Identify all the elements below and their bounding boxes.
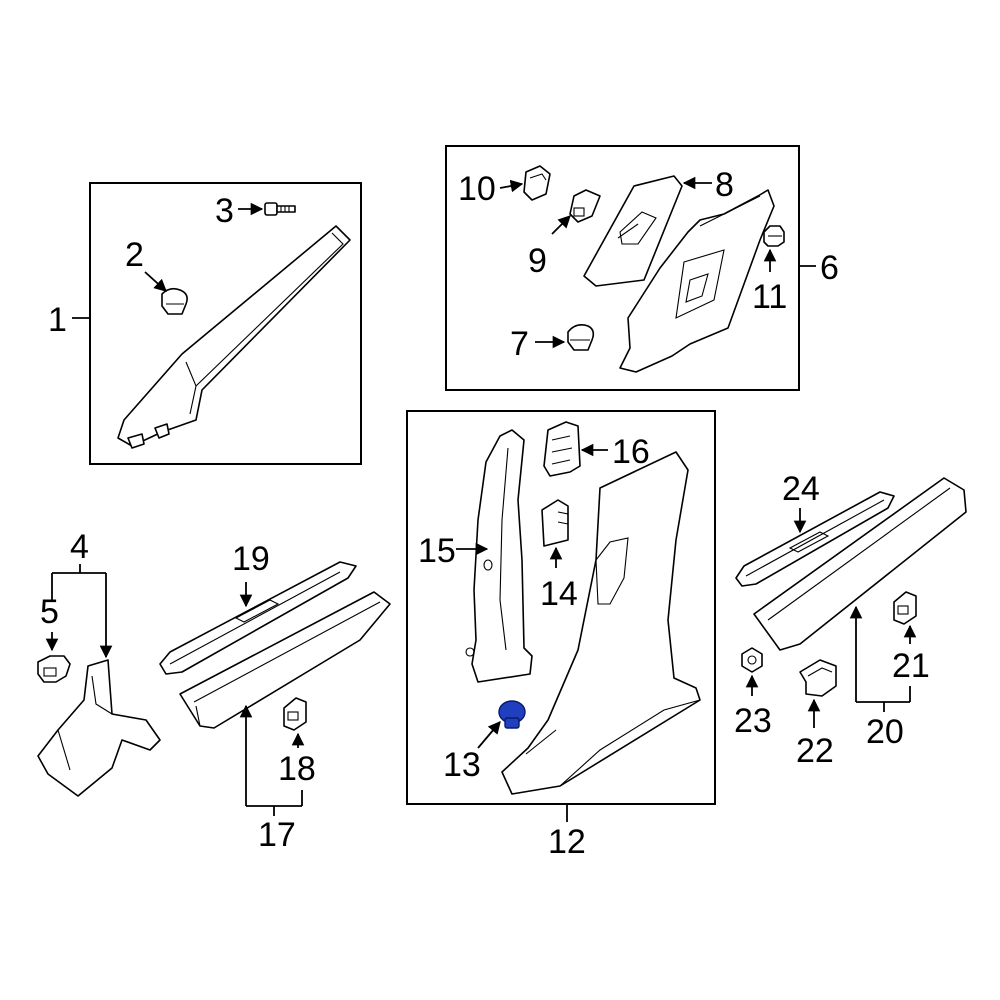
a-pillar-trim[interactable] bbox=[117, 225, 351, 449]
callout-10[interactable]: 10 bbox=[458, 170, 496, 208]
group-box-1: 1 3 2 bbox=[48, 182, 362, 465]
scuff-plate-part-20[interactable] bbox=[753, 477, 967, 651]
bracket-part-22[interactable] bbox=[799, 659, 837, 697]
b-pillar-upper-trim[interactable] bbox=[465, 429, 533, 683]
kick-panel-part-4[interactable] bbox=[37, 659, 161, 797]
panel-part-8[interactable] bbox=[583, 175, 683, 287]
scuff-plate-part-17[interactable] bbox=[179, 591, 391, 729]
clip-part-10[interactable] bbox=[523, 165, 551, 201]
clip-part-9[interactable] bbox=[569, 189, 601, 223]
sill-cover-part-19[interactable] bbox=[159, 561, 357, 675]
group-box-6: 6 10 9 8 bbox=[445, 145, 839, 391]
callout-17[interactable]: 17 bbox=[258, 816, 296, 854]
callout-21[interactable]: 21 bbox=[892, 647, 930, 685]
callout-19[interactable]: 19 bbox=[232, 540, 270, 578]
bolt-part-3[interactable] bbox=[264, 202, 296, 216]
callout-6[interactable]: 6 bbox=[820, 249, 839, 287]
callout-11[interactable]: 11 bbox=[752, 278, 787, 316]
clip-part-7[interactable] bbox=[567, 324, 595, 351]
group-20: 24 21 23 22 bbox=[734, 470, 967, 770]
clip-part-21[interactable] bbox=[893, 591, 917, 625]
callout-12[interactable]: 12 bbox=[548, 823, 586, 861]
clip-part-18[interactable] bbox=[283, 697, 307, 731]
clip-part-16[interactable] bbox=[543, 421, 581, 477]
callout-20[interactable]: 20 bbox=[866, 713, 904, 751]
callout-9[interactable]: 9 bbox=[528, 242, 547, 280]
callout-14[interactable]: 14 bbox=[540, 575, 578, 613]
callout-23[interactable]: 23 bbox=[734, 702, 772, 740]
box-1 bbox=[89, 182, 362, 465]
callout-5[interactable]: 5 bbox=[40, 593, 59, 631]
clip-part-2[interactable] bbox=[161, 287, 188, 315]
b-pillar-lower-trim[interactable] bbox=[501, 451, 701, 795]
group-box-12: 12 15 16 14 bbox=[406, 410, 716, 861]
sill-cover-part-24[interactable] bbox=[735, 491, 895, 587]
push-pin-part-13[interactable] bbox=[498, 700, 526, 729]
callout-7[interactable]: 7 bbox=[510, 325, 529, 363]
box-6 bbox=[445, 145, 800, 391]
c-pillar-upper-trim[interactable] bbox=[619, 189, 775, 373]
callout-1[interactable]: 1 bbox=[48, 301, 67, 339]
callout-16[interactable]: 16 bbox=[612, 433, 650, 471]
callout-18[interactable]: 18 bbox=[278, 750, 316, 788]
callout-15[interactable]: 15 bbox=[418, 532, 456, 570]
group-4: 4 5 bbox=[37, 528, 161, 797]
callout-2[interactable]: 2 bbox=[125, 236, 144, 274]
callout-22[interactable]: 22 bbox=[796, 732, 834, 770]
callout-4[interactable]: 4 bbox=[70, 528, 89, 566]
clip-part-14[interactable] bbox=[541, 499, 569, 547]
callout-3[interactable]: 3 bbox=[215, 192, 234, 230]
clip-part-11[interactable] bbox=[763, 225, 785, 247]
callout-8[interactable]: 8 bbox=[715, 166, 734, 204]
callout-24[interactable]: 24 bbox=[782, 470, 820, 508]
callout-13[interactable]: 13 bbox=[443, 746, 481, 784]
group-17: 19 18 17 bbox=[159, 540, 391, 854]
nut-part-23[interactable] bbox=[741, 647, 763, 673]
box-12 bbox=[406, 410, 716, 805]
clip-part-5[interactable] bbox=[37, 655, 71, 683]
